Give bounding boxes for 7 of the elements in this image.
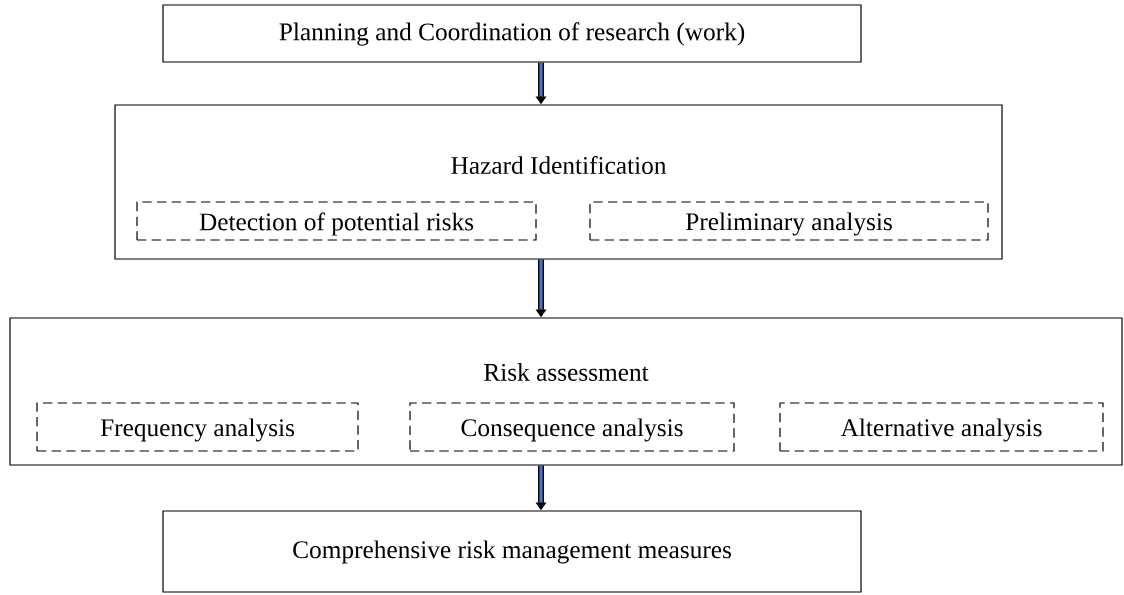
dashed-box: Detection of potential risks [136,201,537,241]
dashed-box: Alternative analysis [779,402,1104,452]
process-box: Comprehensive risk management measures [162,510,862,593]
dashed-box: Consequence analysis [409,402,735,452]
process-box: Planning and Coordination of research (work) [162,4,862,63]
dashed-box: Frequency analysis [36,402,359,452]
dashed-box: Preliminary analysis [589,201,989,241]
